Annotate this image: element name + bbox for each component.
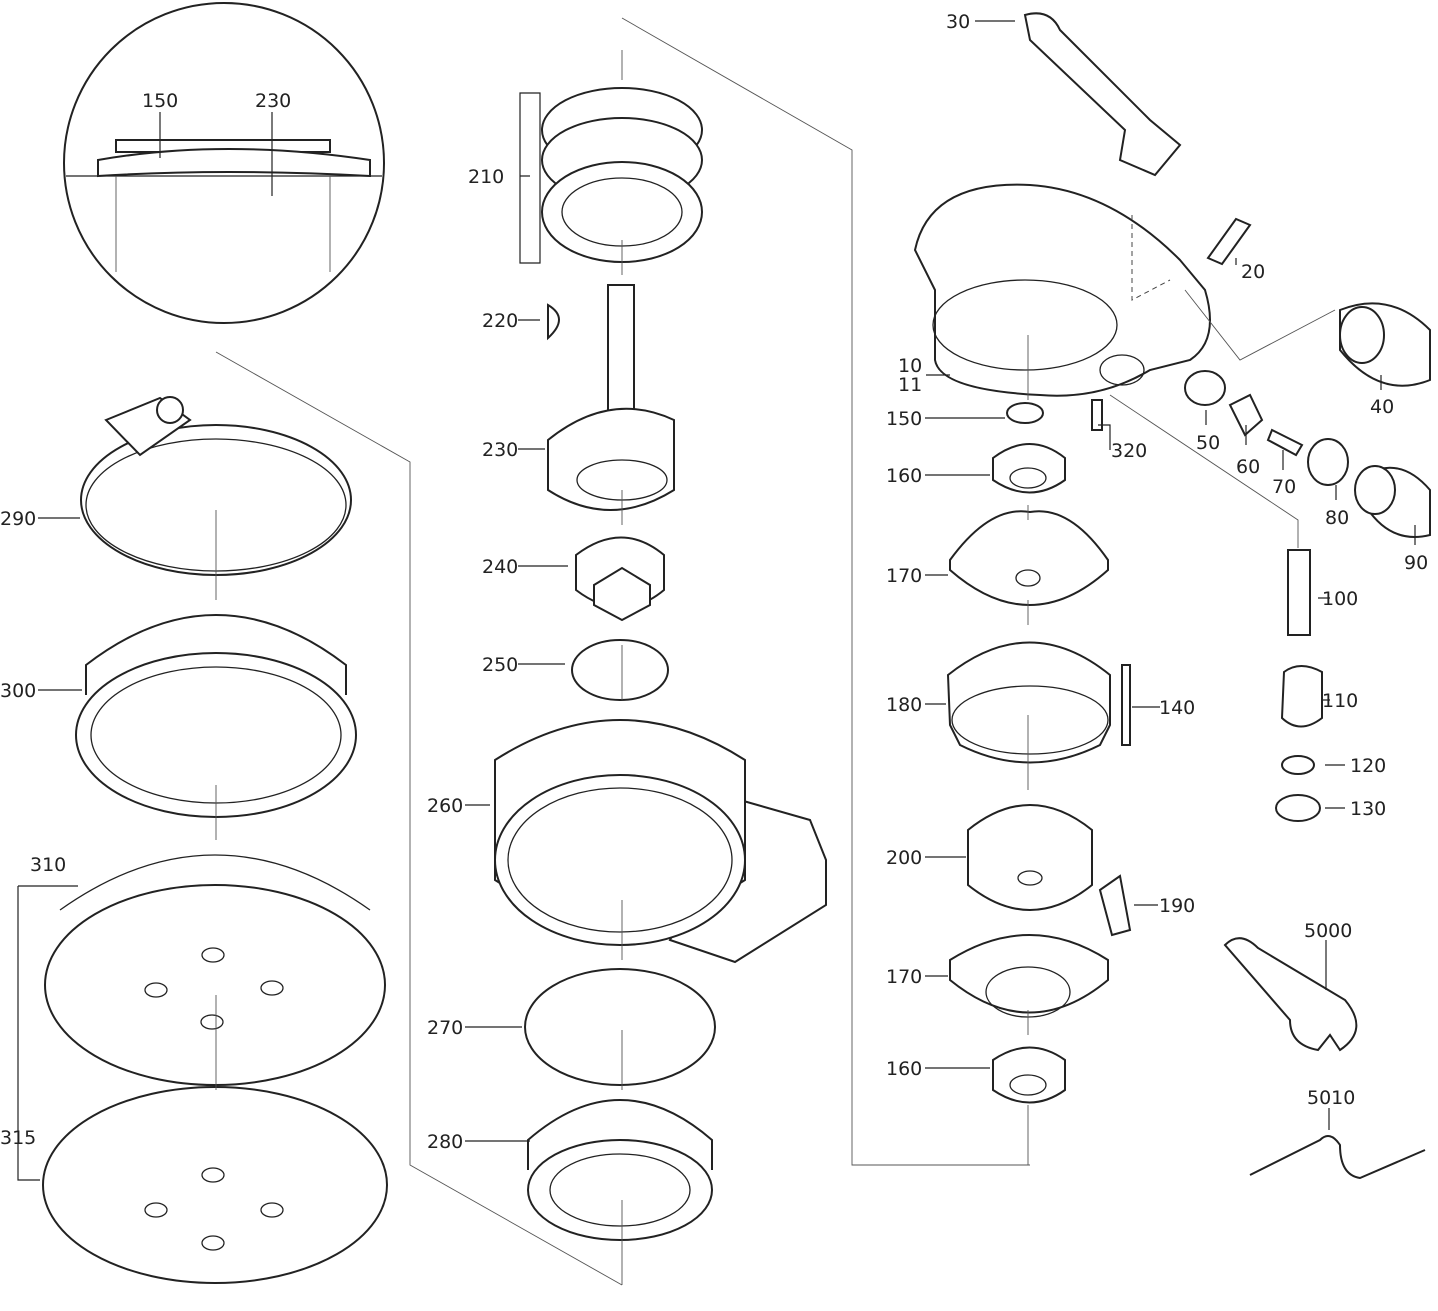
- part-10-housing: [913, 183, 1211, 397]
- part-40-fitting: [1339, 302, 1431, 387]
- part-110-valve: [1280, 665, 1323, 728]
- callout-190: 190: [1159, 895, 1195, 917]
- callout-100: 100: [1322, 588, 1358, 610]
- part-90-fitting: [1354, 465, 1431, 538]
- inset-label-230: 230: [255, 90, 291, 112]
- part-50-washer: [1184, 370, 1226, 406]
- part-130-circlip: [1275, 794, 1321, 822]
- part-230-spindle: [547, 284, 675, 511]
- detail-inset: 150 230: [63, 2, 385, 324]
- callout-270: 270: [427, 1017, 463, 1039]
- callout-90: 90: [1404, 552, 1428, 574]
- part-250-circlip: [571, 639, 669, 701]
- part-20-pin: [1206, 217, 1252, 266]
- callout-220: 220: [482, 310, 518, 332]
- part-315-pad: [42, 1086, 388, 1284]
- part-290-clamp: [80, 396, 352, 576]
- callout-5010: 5010: [1307, 1087, 1355, 1109]
- callout-20: 20: [1241, 261, 1265, 283]
- part-30-lever: [1023, 12, 1182, 177]
- callout-180: 180: [886, 694, 922, 716]
- callout-320: 320: [1111, 440, 1147, 462]
- callout-70: 70: [1272, 476, 1296, 498]
- callout-130: 130: [1350, 798, 1386, 820]
- part-5010-hose: [1249, 1135, 1426, 1180]
- callout-150: 150: [886, 408, 922, 430]
- part-200-rotor: [967, 804, 1093, 911]
- callout-40: 40: [1370, 396, 1394, 418]
- callout-250: 250: [482, 654, 518, 676]
- part-160-bearing: [992, 443, 1066, 494]
- part-120-oring: [1281, 755, 1315, 775]
- callout-160-lower: 160: [886, 1058, 922, 1080]
- callout-50: 50: [1196, 432, 1220, 454]
- callout-80: 80: [1325, 507, 1349, 529]
- callout-5000: 5000: [1304, 920, 1352, 942]
- callout-160: 160: [886, 465, 922, 487]
- callout-120: 120: [1350, 755, 1386, 777]
- part-60-valve: [1228, 393, 1264, 437]
- part-160-bearing-lower: [992, 1046, 1066, 1104]
- part-220-key: [547, 303, 560, 341]
- callout-230: 230: [482, 439, 518, 461]
- part-70-spring: [1266, 428, 1304, 457]
- part-180-cylinder: [946, 641, 1111, 764]
- callout-170-lower: 170: [886, 966, 922, 988]
- callout-11: 11: [898, 374, 922, 396]
- callout-260: 260: [427, 795, 463, 817]
- part-140-pin: [1121, 664, 1131, 746]
- part-170-plate-lower: [949, 934, 1109, 1018]
- callout-200: 200: [886, 847, 922, 869]
- callout-170: 170: [886, 565, 922, 587]
- part-100-pin: [1287, 549, 1311, 636]
- inset-label-150: 150: [142, 90, 178, 112]
- part-260-housing: [494, 719, 827, 964]
- part-310-pad: [44, 854, 386, 1086]
- callout-210: 210: [468, 166, 504, 188]
- callout-60: 60: [1236, 456, 1260, 478]
- callout-30: 30: [946, 11, 970, 33]
- callout-280: 280: [427, 1131, 463, 1153]
- callout-140: 140: [1159, 697, 1195, 719]
- callout-290: 290: [0, 508, 36, 530]
- part-5000-wrench: [1223, 937, 1358, 1052]
- part-300-ring: [75, 614, 357, 818]
- callout-labels: 30 20 210 220 230 240 250 260 270 280 29…: [0, 11, 1428, 1153]
- callout-310: 310: [30, 854, 66, 876]
- part-150-circlip: [1006, 402, 1044, 424]
- callout-240: 240: [482, 556, 518, 578]
- callout-10: 10: [898, 355, 922, 377]
- part-240-nut: [575, 536, 665, 622]
- part-190-vane: [1098, 874, 1132, 937]
- callout-315: 315: [0, 1127, 36, 1149]
- part-280-nut: [527, 1099, 713, 1241]
- part-80-oring: [1307, 438, 1349, 486]
- part-210-seals: [519, 87, 703, 264]
- part-270-ring: [524, 968, 716, 1086]
- callout-300: 300: [0, 680, 36, 702]
- part-320-pin: [1091, 399, 1103, 431]
- part-170-plate: [949, 510, 1109, 606]
- callout-110: 110: [1322, 690, 1358, 712]
